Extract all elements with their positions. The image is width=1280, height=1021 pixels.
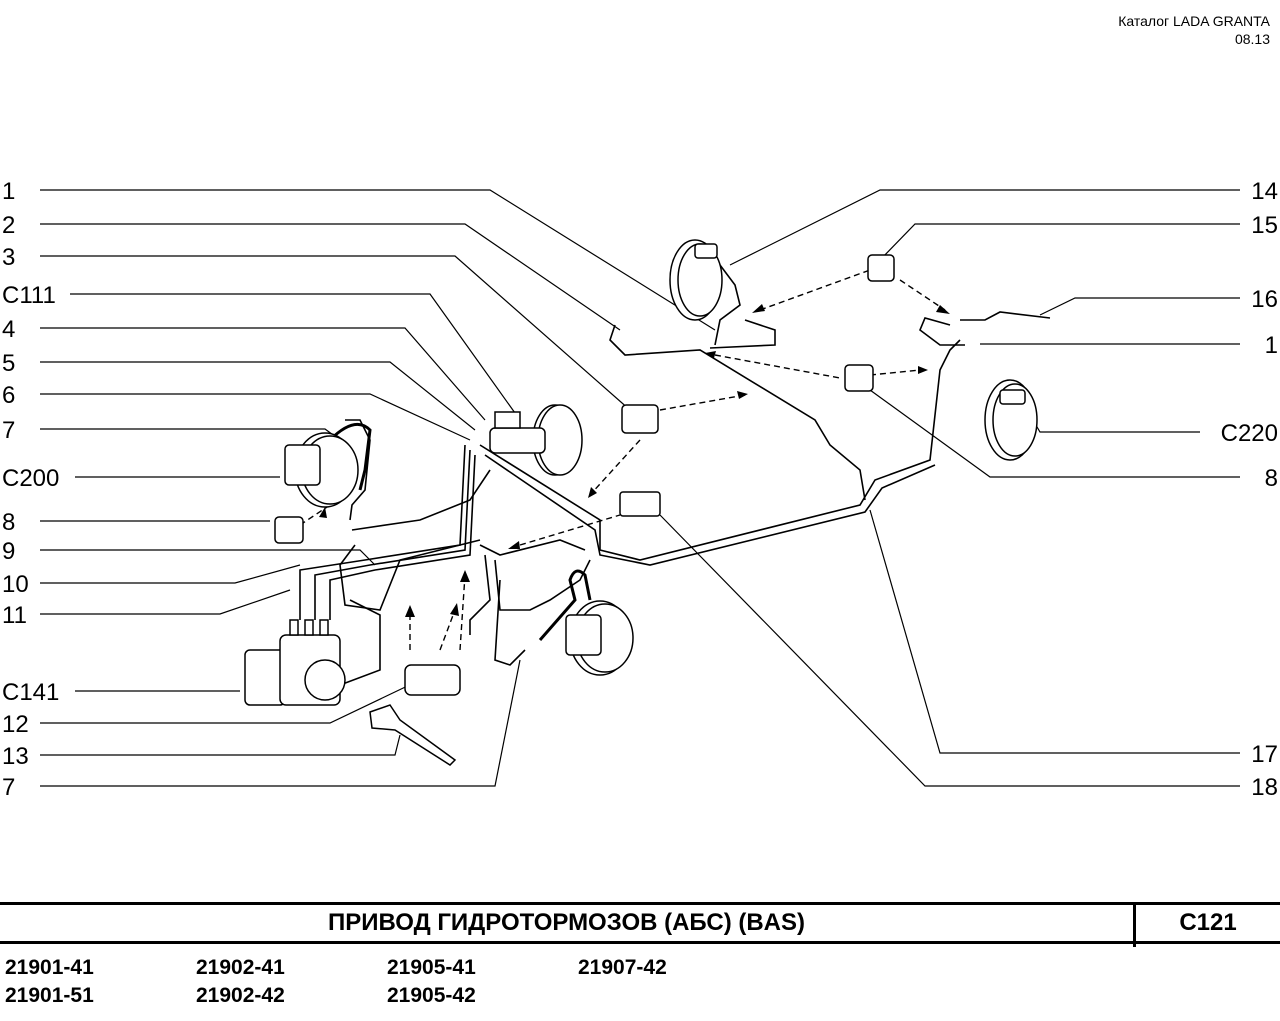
- brake-pipes: [299, 264, 1051, 686]
- front-left-brake: [284, 432, 359, 508]
- model-code: 21901-51: [5, 984, 94, 1007]
- callout-label: 18: [1251, 774, 1278, 801]
- model-code: 21901-41: [5, 956, 94, 979]
- brackets: [274, 254, 895, 544]
- callout-label: 7: [2, 417, 15, 444]
- left-callout-labels: 1 2 3 C111 4 5 6 7 C200 8 9 10 11 C141 1…: [2, 178, 59, 801]
- callout-label: 12: [2, 711, 29, 738]
- callout-label: 7: [2, 774, 15, 801]
- catalog-date: 08.13: [1234, 31, 1270, 47]
- callout-label: 4: [2, 316, 15, 343]
- callout-label: 8: [1265, 465, 1278, 492]
- model-code: 21902-41: [196, 956, 285, 979]
- model-code: 21902-42: [196, 984, 285, 1007]
- title-divider: [1133, 905, 1136, 947]
- rear-right-brake: [984, 379, 1038, 461]
- model-code: 21905-41: [387, 956, 476, 979]
- leader-lines: [40, 189, 1240, 787]
- model-code: 21905-42: [387, 984, 476, 1007]
- callout-label: 14: [1251, 178, 1278, 205]
- callout-label: 1: [2, 178, 15, 205]
- title-block: ПРИВОД ГИДРОТОРМОЗОВ (АБС) (BAS) C121: [0, 902, 1280, 947]
- callout-label: C111: [2, 282, 56, 309]
- abs-unit: [244, 619, 346, 706]
- pipe-holder-12: [404, 664, 461, 696]
- diagram-title: ПРИВОД ГИДРОТОРМОЗОВ (АБС) (BAS): [327, 909, 806, 936]
- callout-label: 1: [1265, 332, 1278, 359]
- rear-left-brake: [669, 239, 723, 321]
- callout-label: 2: [2, 212, 15, 239]
- callout-label: 11: [2, 602, 27, 629]
- callout-label: 3: [2, 244, 15, 271]
- clip-13: [369, 704, 457, 766]
- catalog-header: Каталог LADA GRANTA 08.13: [1118, 12, 1270, 48]
- catalog-name: Каталог LADA GRANTA: [1118, 13, 1270, 29]
- callout-label: 6: [2, 382, 15, 409]
- callout-label: C220: [1221, 420, 1278, 447]
- arrow-heads: [319, 304, 950, 617]
- brake-hoses: [328, 422, 592, 641]
- callout-label: 10: [2, 571, 29, 598]
- callout-label: C200: [2, 465, 59, 492]
- callout-label: 17: [1251, 741, 1278, 768]
- callout-label: 8: [2, 509, 15, 536]
- model-code: 21907-42: [578, 956, 667, 979]
- callout-label: 9: [2, 538, 15, 565]
- callout-label: 15: [1251, 212, 1278, 239]
- brake-system-diagram: 1 2 3 C111 4 5 6 7 C200 8 9 10 11 C141 1…: [2, 178, 1278, 801]
- callout-label: 5: [2, 350, 15, 377]
- callout-label: 13: [2, 743, 29, 770]
- section-code: C121: [1179, 909, 1237, 936]
- front-right-brake: [565, 600, 634, 676]
- right-callout-labels: 14 15 16 1 C220 8 17 18: [1221, 178, 1278, 801]
- callout-label: C141: [2, 679, 59, 706]
- callout-label: 16: [1251, 286, 1278, 313]
- brake-booster: [489, 404, 583, 476]
